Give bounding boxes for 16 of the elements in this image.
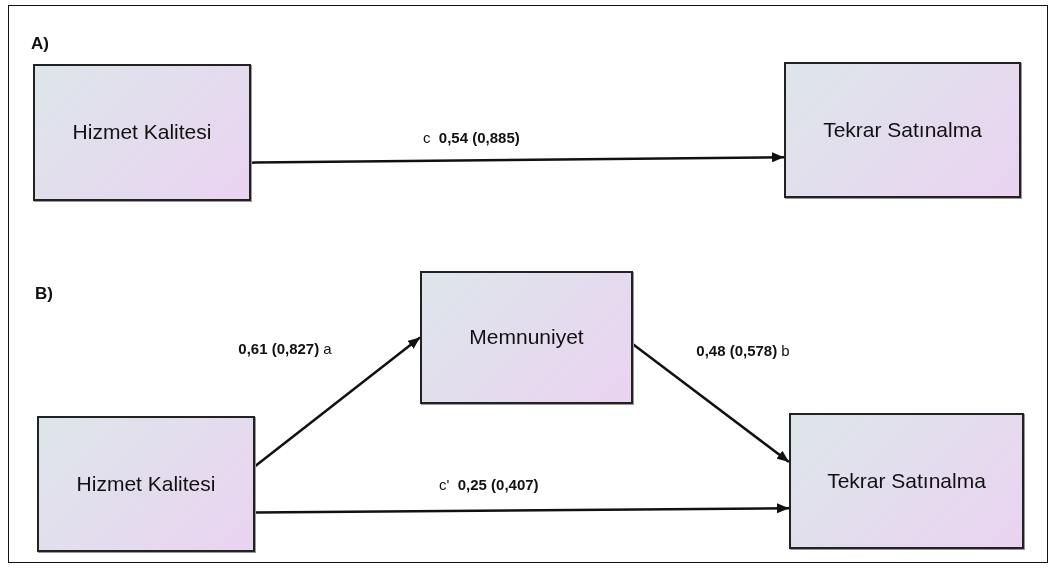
box-label: Tekrar Satınalma <box>827 467 986 494</box>
process-box <box>789 413 1024 549</box>
arrow <box>251 152 784 164</box>
box-label: Tekrar Satınalma <box>823 116 982 143</box>
process-box <box>33 64 251 201</box>
arrow <box>255 503 789 514</box>
panel-label: A) <box>31 34 49 54</box>
box-label: Memnuniyet <box>469 324 584 351</box>
process-box <box>420 271 633 404</box>
arrow <box>632 343 790 463</box>
arrow <box>254 336 421 468</box>
box-label: Hizmet Kalitesi <box>72 119 212 146</box>
process-box <box>37 416 255 552</box>
box-label: Hizmet Kalitesi <box>76 470 216 497</box>
panel-label: B) <box>35 284 53 304</box>
process-box <box>784 62 1021 198</box>
